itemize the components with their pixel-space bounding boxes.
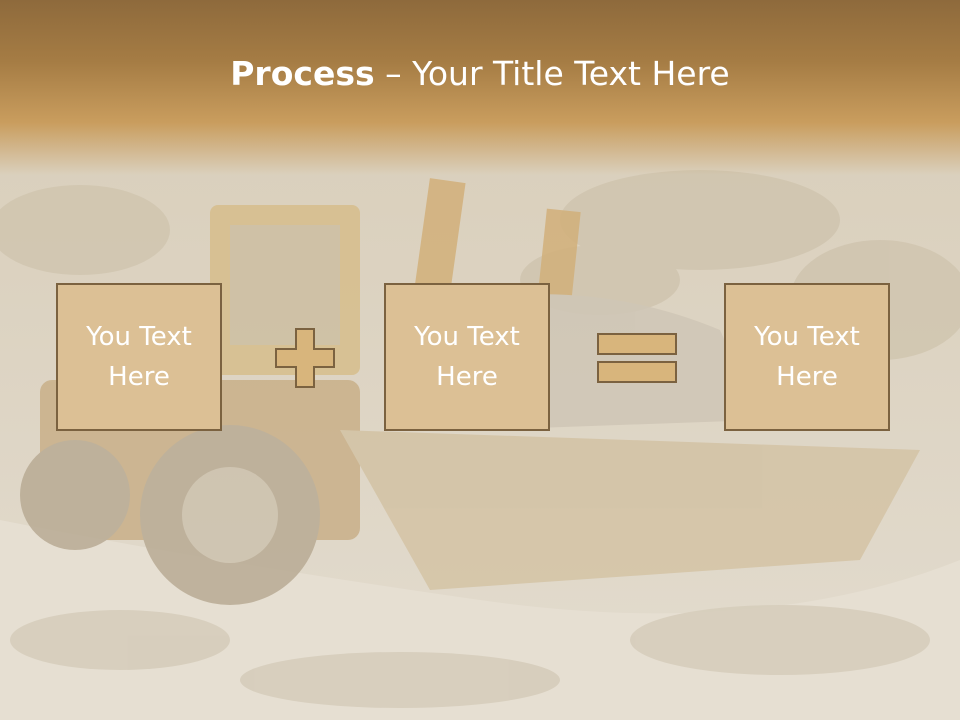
equals-icon: [597, 333, 677, 383]
text-box-2[interactable]: You Text Here: [384, 283, 550, 431]
title-bold: Process: [230, 54, 375, 93]
slide-title: Process – Your Title Text Here: [0, 52, 960, 96]
text-box-1[interactable]: You Text Here: [56, 283, 222, 431]
text-box-2-label: You Text Here: [414, 322, 520, 392]
plus-icon: [275, 328, 335, 388]
title-band: [0, 0, 960, 175]
text-box-3-label: You Text Here: [754, 322, 860, 392]
text-box-3[interactable]: You Text Here: [724, 283, 890, 431]
title-rest: – Your Title Text Here: [374, 54, 730, 93]
text-box-1-label: You Text Here: [86, 322, 192, 392]
